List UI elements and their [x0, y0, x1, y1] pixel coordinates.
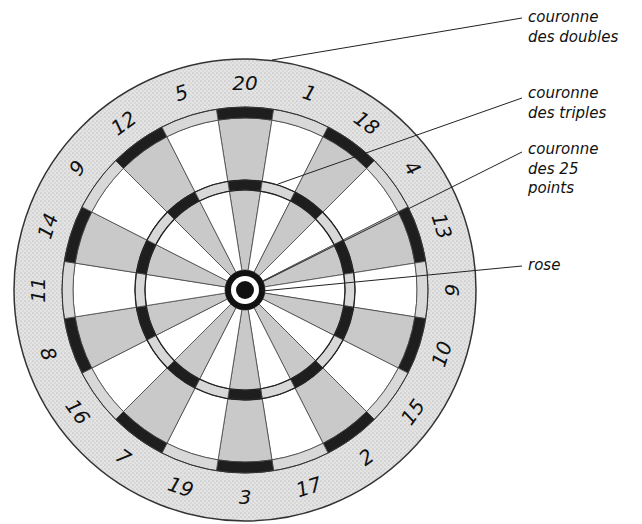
callout-label: couronne des doubles — [528, 8, 628, 47]
segment-number: 20 — [232, 73, 257, 93]
triple-ring-outer — [135, 180, 355, 400]
board-segments — [62, 107, 428, 473]
outer-bull-white — [231, 276, 259, 304]
callout-label: couronne des triples — [528, 84, 628, 123]
segment-number: 11 — [28, 277, 48, 302]
outer-bull — [225, 270, 265, 310]
segment-number: 6 — [442, 284, 462, 297]
triple-ring-inner — [145, 190, 345, 390]
double-ring-outline — [62, 107, 428, 473]
bullseye — [236, 281, 254, 299]
callout-label: couronne des 25 points — [528, 140, 628, 199]
segment-number: 3 — [239, 487, 252, 507]
board-segment — [415, 261, 428, 318]
board-segment — [200, 191, 242, 272]
board-segment — [216, 460, 273, 473]
callout-label: rose — [528, 256, 628, 276]
number-ring — [14, 59, 476, 521]
board-segment — [216, 107, 273, 120]
leader-lines — [262, 18, 522, 291]
board-segment — [62, 261, 75, 318]
